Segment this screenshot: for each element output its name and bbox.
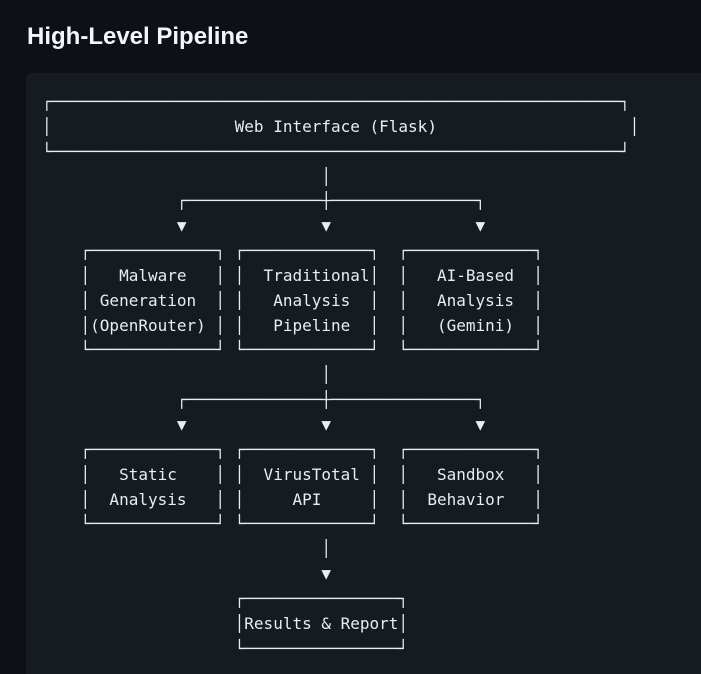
code-block: ┌───────────────────────────────────────… [26,73,701,674]
page-title: High-Level Pipeline [27,23,249,50]
ascii-pipeline-diagram: ┌───────────────────────────────────────… [42,92,640,658]
